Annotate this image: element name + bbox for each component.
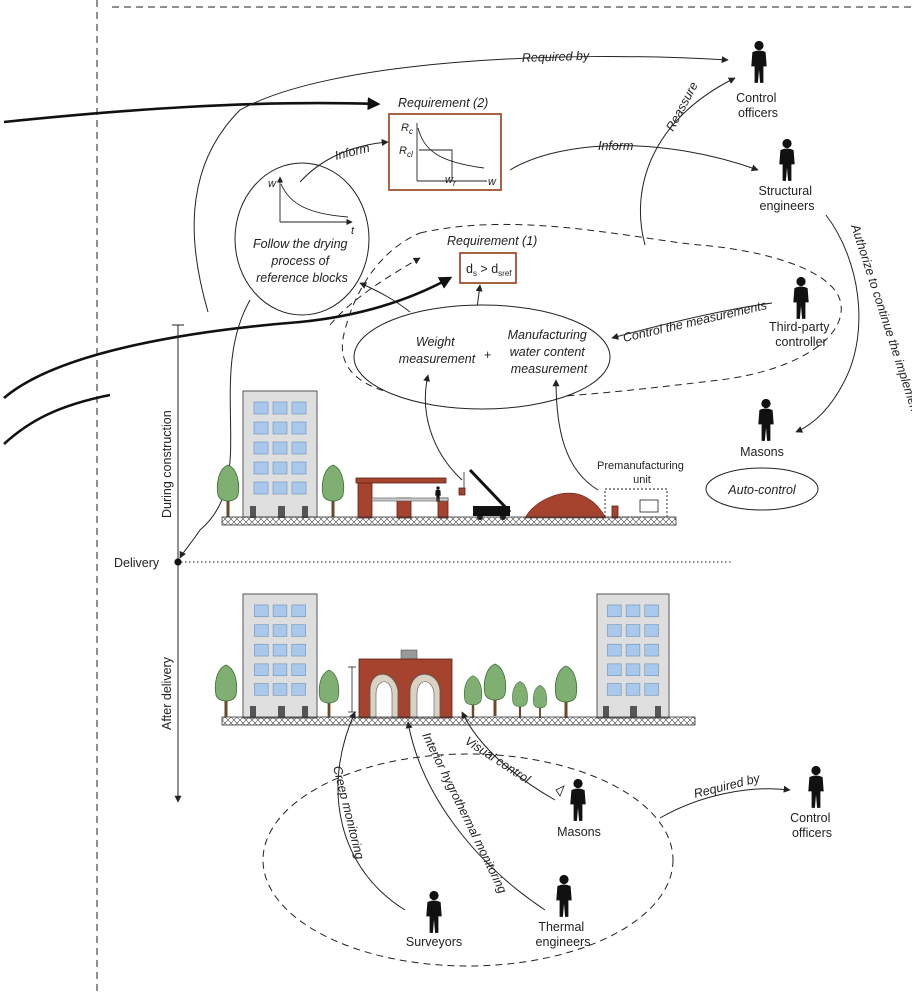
drying-process-label: Follow the drying process of reference b… <box>253 237 351 285</box>
arch-building-icon <box>348 649 453 719</box>
tree-icon <box>214 664 238 718</box>
tree-icon <box>532 684 548 718</box>
during-construction-label: During construction <box>160 410 174 518</box>
tree-icon <box>483 663 507 717</box>
measure-to-req1-arrow <box>475 284 483 309</box>
tree-icon <box>463 675 483 718</box>
masons-top-label: Masons <box>740 445 784 459</box>
auto-control-ellipse <box>705 467 819 511</box>
monitoring-dashed-ellipse <box>262 753 674 967</box>
tree-icon <box>512 681 528 718</box>
third-party-controller-person-icon <box>793 276 809 319</box>
creep-monitoring-label: Creep monitoring <box>330 764 367 860</box>
soil-heap-icon <box>524 492 607 519</box>
requirement-2-curve-graph <box>416 123 487 182</box>
surveyors-label: Surveyors <box>406 935 462 949</box>
structural-engineers-label: Structural engineers <box>759 184 816 213</box>
thermal-engineers-person-icon <box>556 874 572 917</box>
requirement-1-box <box>459 252 517 284</box>
site-to-manufacturing-arrow <box>552 379 599 491</box>
premanufacturing-label: Premanufacturing unit <box>597 460 687 486</box>
req2-wr-label: wr <box>445 174 456 188</box>
reassure-label: Reassure <box>663 80 700 134</box>
eye-icon <box>555 785 565 797</box>
measurement-loop-dashed <box>341 223 842 401</box>
drying-process-ellipse <box>234 162 370 316</box>
requirement-1-title: Requirement (1) <box>447 234 537 248</box>
control-officers-bottom-person-icon <box>808 765 824 808</box>
drying-w-label: w <box>268 178 277 190</box>
control-measurements-label: Control the measurements <box>622 298 769 345</box>
inform-left-arrow <box>299 139 389 183</box>
requirement-1-formula: ds > dsref <box>466 262 512 278</box>
measurement-ellipse <box>353 304 611 410</box>
required-by-bottom-arrow <box>659 785 791 819</box>
flow-arrow-bottom <box>3 393 111 445</box>
crane-icon <box>458 468 512 520</box>
control-measurements-arrow <box>611 302 773 340</box>
flow-arrow-mid <box>3 276 453 399</box>
auto-control-label: Auto-control <box>727 483 797 497</box>
plus-sign: + <box>484 348 491 362</box>
drying-curve-graph <box>276 176 353 226</box>
premanufacturing-table <box>639 499 659 513</box>
after-delivery-scene <box>214 593 696 726</box>
manufacturing-measurement-label: Manufacturing water content measurement <box>508 328 591 376</box>
drying-t-label: t <box>351 225 355 237</box>
required-by-top-arrow <box>193 56 729 313</box>
measure-to-drying-arrow <box>359 282 411 313</box>
control-officers-bottom-label: Control officers <box>790 811 834 840</box>
req2-rc-label: Rc <box>401 122 413 136</box>
tree-icon <box>321 464 345 518</box>
control-officers-top-label: Control officers <box>736 91 780 120</box>
required-by-bottom-label: Required by <box>692 771 762 801</box>
reassure-arrow <box>639 77 736 246</box>
authorize-label: Authorize to continue the implementation <box>848 222 912 443</box>
masons-top-person-icon <box>758 398 774 441</box>
interior-monitoring-arrow <box>405 721 546 911</box>
construction-scene <box>216 390 677 526</box>
inform-right-label: Inform <box>598 139 633 153</box>
site-to-weight-arrow <box>423 374 463 481</box>
thermal-engineers-label: Thermal engineers <box>536 920 591 949</box>
surveyors-person-icon <box>426 890 442 933</box>
inform-left-label: Inform <box>333 141 371 163</box>
required-by-top-label: Required by <box>522 49 591 65</box>
creep-monitoring-arrow <box>337 711 406 911</box>
visual-control-arrow <box>461 711 556 801</box>
delivery-dot <box>174 558 182 566</box>
masons-bottom-label: Masons <box>557 825 601 839</box>
delivery-label: Delivery <box>114 556 160 570</box>
premanufacturing-brick <box>611 505 619 519</box>
visual-control-label: Visual control <box>462 734 533 787</box>
req2-w-label: w <box>488 176 497 188</box>
weight-measurement-label: Weight measurement <box>399 335 476 366</box>
authorize-arrow <box>795 214 860 433</box>
flow-arrow-top <box>3 97 381 124</box>
control-officers-top-person-icon <box>751 40 767 83</box>
requirement-2-box <box>388 113 502 191</box>
structural-engineers-person-icon <box>779 138 795 181</box>
inform-right-arrow <box>509 145 759 172</box>
requirement-2-title: Requirement (2) <box>398 96 488 110</box>
third-party-controller-label: Third-party controller <box>769 320 833 349</box>
req2-rcl-label: Rcl <box>399 145 413 159</box>
masons-bottom-person-icon <box>570 778 586 821</box>
tree-icon <box>216 464 240 518</box>
tree-icon <box>318 669 340 718</box>
tree-icon <box>554 665 578 718</box>
after-delivery-label: After delivery <box>160 656 174 730</box>
dashed-link-arrow <box>329 257 421 326</box>
